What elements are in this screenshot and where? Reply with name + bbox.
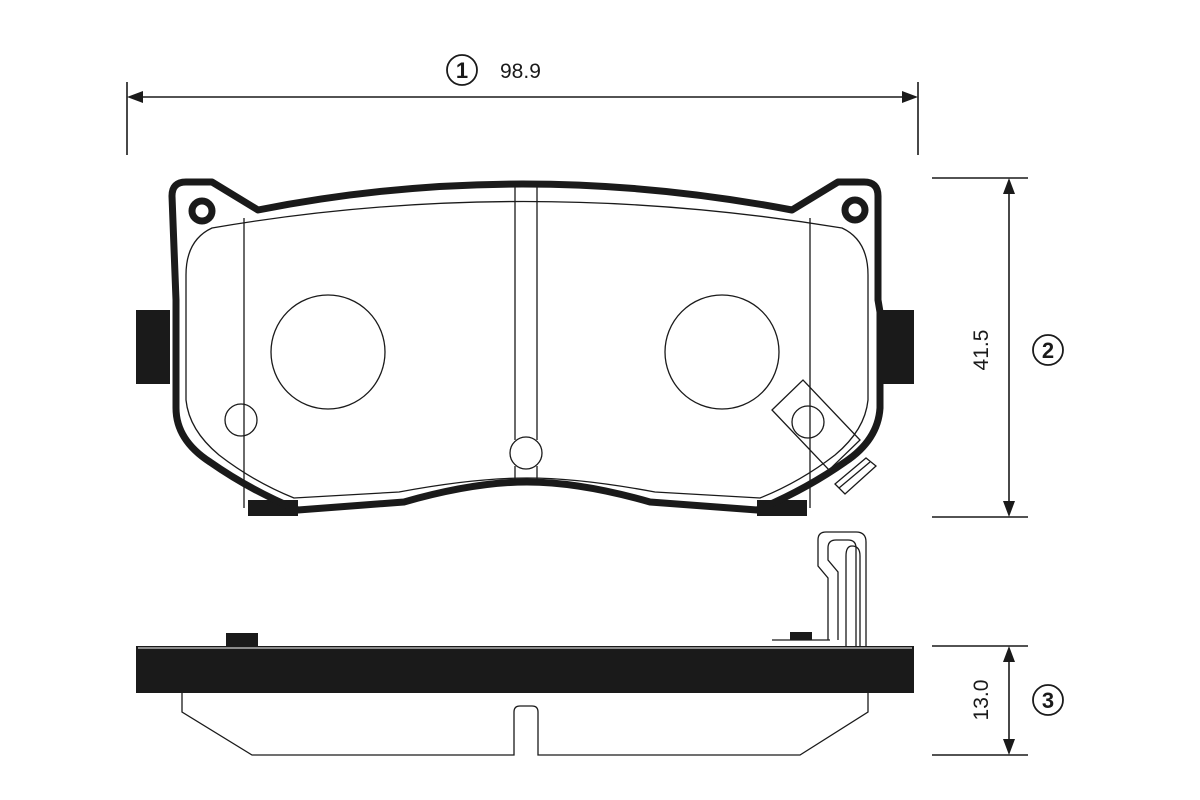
backing-plate-outline bbox=[168, 178, 884, 514]
badge-2-circle bbox=[1032, 334, 1064, 366]
wear-indicator-body bbox=[771, 379, 861, 471]
badge-1-label: 1 bbox=[456, 58, 468, 83]
badge-3-circle bbox=[1032, 684, 1064, 716]
width-arrow-left bbox=[127, 91, 143, 103]
wear-clip-rivet bbox=[790, 632, 812, 640]
center-rivet bbox=[509, 436, 543, 470]
badge-1-circle bbox=[446, 54, 478, 86]
thickness-dimension: 13.0 3 bbox=[932, 645, 1064, 756]
right-mounting-hole bbox=[841, 196, 869, 224]
badge-3-label: 3 bbox=[1042, 688, 1054, 713]
pad-side-view bbox=[136, 531, 914, 756]
wear-indicator-tip-line bbox=[838, 461, 871, 489]
right-locating-tab bbox=[882, 310, 914, 384]
right-rivet bbox=[791, 405, 825, 439]
height-dimension: 41.5 2 bbox=[932, 177, 1064, 518]
friction-material-outline bbox=[185, 200, 869, 499]
thickness-arrow-bottom bbox=[1003, 739, 1015, 755]
wear-indicator-tip bbox=[834, 457, 878, 495]
thickness-value: 13.0 bbox=[970, 680, 993, 721]
wear-clip-inner bbox=[827, 539, 857, 646]
left-locating-tab bbox=[136, 310, 170, 384]
thickness-arrow-top bbox=[1003, 646, 1015, 662]
width-value: 98.9 bbox=[500, 60, 541, 83]
wear-clip-loop bbox=[845, 545, 861, 646]
left-piston-circle bbox=[270, 294, 386, 410]
side-backing-plate bbox=[136, 646, 914, 693]
height-arrow-bottom bbox=[1003, 501, 1015, 517]
badge-2-label: 2 bbox=[1042, 338, 1054, 363]
side-friction-material bbox=[181, 693, 869, 756]
right-piston-circle bbox=[664, 294, 780, 410]
left-rivet bbox=[224, 403, 258, 437]
pad-top-view bbox=[136, 178, 914, 516]
width-arrow-right bbox=[902, 91, 918, 103]
height-arrow-top bbox=[1003, 178, 1015, 194]
height-value: 41.5 bbox=[970, 330, 993, 371]
side-stud bbox=[226, 633, 258, 647]
width-dimension: 1 98.9 bbox=[126, 54, 919, 155]
left-mounting-hole bbox=[188, 197, 216, 225]
wear-clip-outer bbox=[817, 531, 867, 646]
